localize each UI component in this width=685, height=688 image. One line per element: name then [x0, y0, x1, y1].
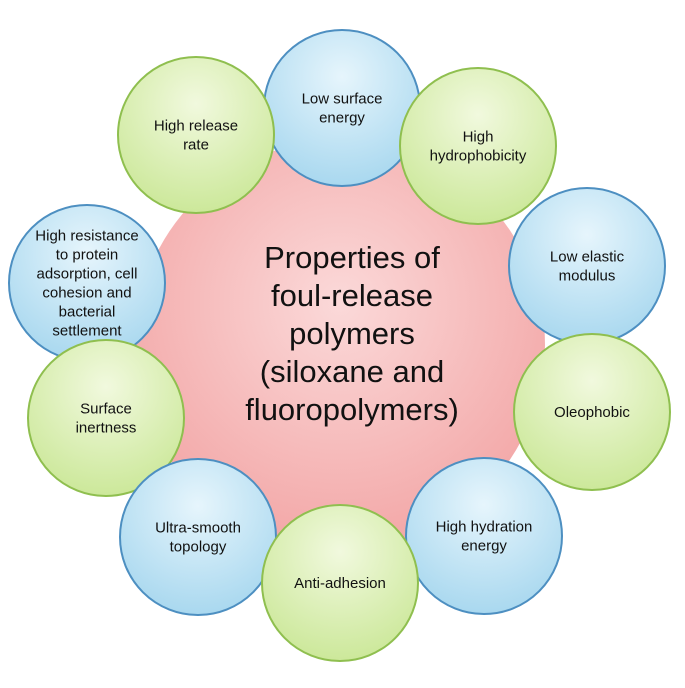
node-circle — [513, 333, 671, 491]
node-label-line: Oleophobic — [554, 404, 630, 421]
node-label: Ultra-smooth topology — [155, 520, 241, 556]
node-label-line: Anti-adhesion — [294, 575, 386, 592]
node-label: Surface inertness — [76, 401, 137, 437]
node-label-line: hydrophobicity — [430, 148, 527, 165]
node-low-elastic-modulus: Low elastic modulus — [508, 187, 666, 345]
node-high-hydrophobicity: High hydrophobicity — [399, 67, 557, 225]
node-low-surface-energy: Low surface energy — [263, 29, 421, 187]
node-label-line: High release — [154, 118, 238, 135]
node-circle — [405, 457, 563, 615]
node-label-line: energy — [461, 538, 507, 555]
node-label-line: cohesion and — [42, 285, 131, 302]
center-title-line: polymers — [289, 316, 415, 351]
node-circle — [508, 187, 666, 345]
node-label: High hydration energy — [436, 519, 533, 555]
node-oleophobic: Oleophobic — [513, 333, 671, 491]
node-label-line: to protein — [56, 247, 119, 264]
node-ultra-smooth-topology: Ultra-smooth topology — [119, 458, 277, 616]
node-label: Low surface energy — [302, 91, 383, 127]
node-label-line: topology — [170, 539, 227, 556]
node-surface-inertness: Surface inertness — [27, 339, 185, 497]
node-label-line: High resistance — [35, 228, 138, 245]
node-label: High resistance to protein adsorption, cel… — [35, 228, 138, 340]
node-label-line: inertness — [76, 420, 137, 437]
center-title-line: foul-release — [271, 278, 433, 313]
node-label-line: Surface — [80, 401, 132, 418]
node-label-line: rate — [183, 137, 209, 154]
node-circle — [399, 67, 557, 225]
center-title-line: (siloxane and — [260, 354, 444, 389]
center-title-line: Properties of — [264, 240, 440, 275]
node-circle — [263, 29, 421, 187]
node-label-line: adsorption, cell — [37, 266, 138, 283]
node-label-line: Ultra-smooth — [155, 520, 241, 537]
node-label: Oleophobic — [554, 404, 630, 421]
node-label: Low elastic modulus — [550, 249, 625, 285]
node-high-resistance: High resistance to protein adsorption, cel… — [8, 204, 166, 362]
node-circle — [27, 339, 185, 497]
node-label-line: Low surface — [302, 91, 383, 108]
node-label-line: High hydration — [436, 519, 533, 536]
node-label: Anti-adhesion — [294, 575, 386, 592]
node-label-line: High — [463, 129, 494, 146]
node-anti-adhesion: Anti-adhesion — [261, 504, 419, 662]
node-label-line: modulus — [559, 268, 616, 285]
center-hub — [135, 140, 545, 550]
node-label: High hydrophobicity — [430, 129, 527, 165]
node-circle — [261, 504, 419, 662]
node-label-line: Low elastic — [550, 249, 625, 266]
node-label: High release rate — [154, 118, 238, 154]
node-high-hydration-energy: High hydration energy — [405, 457, 563, 615]
node-high-release-rate: High release rate — [117, 56, 275, 214]
node-circle — [119, 458, 277, 616]
node-label-line: energy — [319, 110, 365, 127]
center-title-line: fluoropolymers) — [245, 392, 459, 427]
node-label-line: bacterial — [59, 304, 116, 321]
node-circle — [117, 56, 275, 214]
node-label-line: settlement — [52, 323, 122, 340]
